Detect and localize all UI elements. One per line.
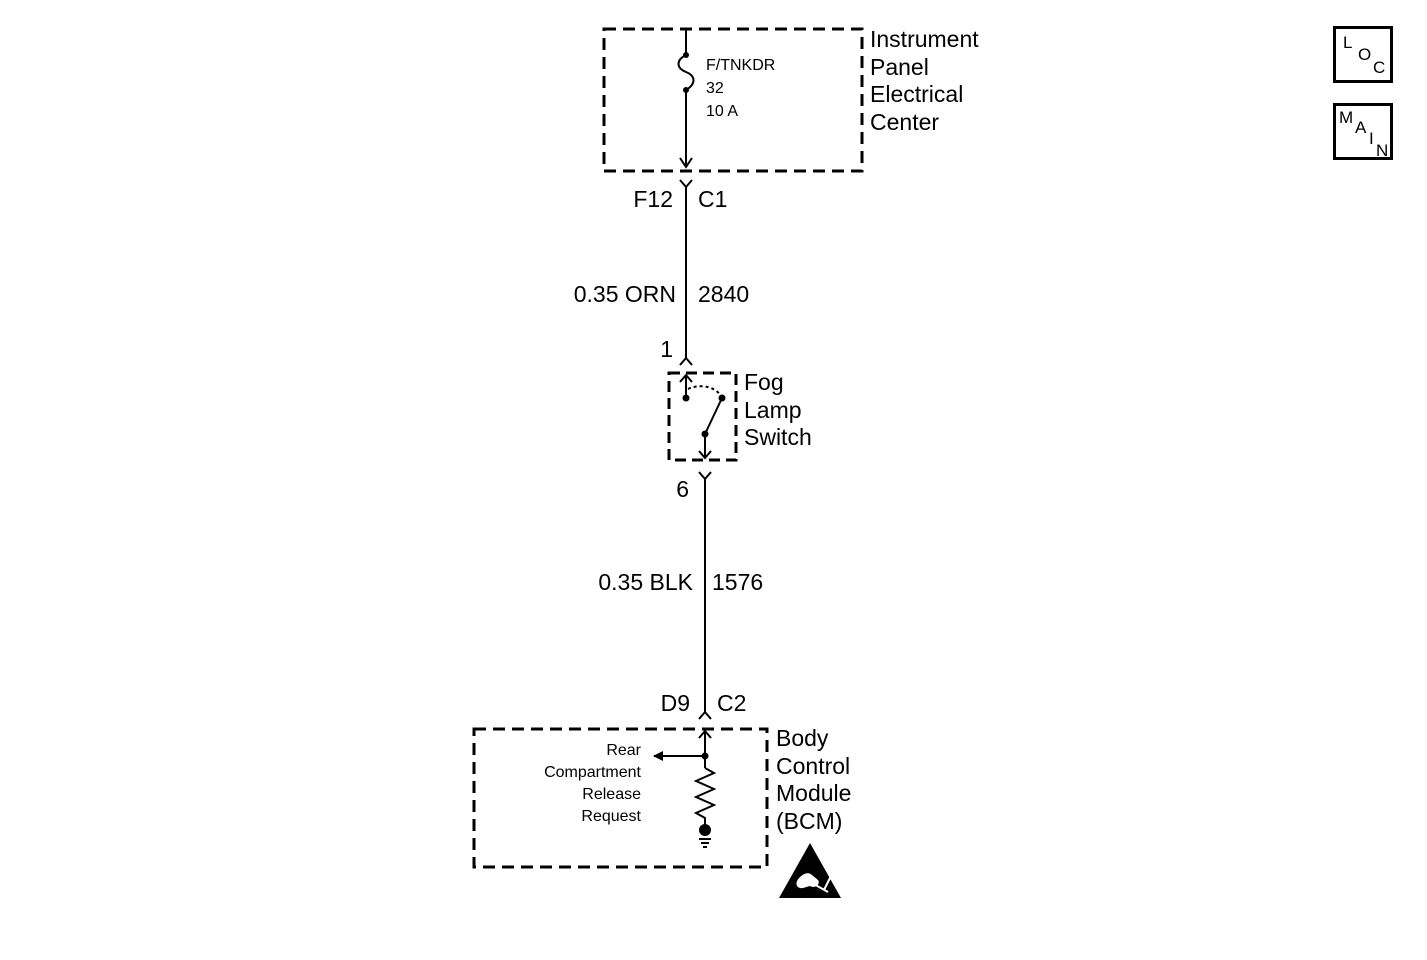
main-button[interactable]: M A I N xyxy=(1333,103,1393,160)
loc-letter-c: C xyxy=(1373,58,1386,77)
switch-contacts xyxy=(679,373,723,460)
fuse-symbol xyxy=(677,29,695,169)
fuse-number: 32 xyxy=(706,80,724,97)
ipec-name-line-4: Center xyxy=(870,109,939,135)
bcm-signal-line-3: Release xyxy=(582,786,641,803)
switch-contact-fixed xyxy=(682,394,690,402)
bcm-connector-label: C2 xyxy=(717,690,746,716)
switch-pin-1-connector xyxy=(679,356,693,366)
fuse-terminal-top xyxy=(683,52,689,58)
ipec-outline xyxy=(602,27,864,173)
loc-letter-o: O xyxy=(1358,45,1372,64)
main-letter-m: M xyxy=(1339,108,1354,127)
fog-switch-outline xyxy=(667,371,738,462)
switch-pin-out: 6 xyxy=(676,476,689,502)
main-letter-a: A xyxy=(1355,118,1367,137)
bcm-name-line-1: Body xyxy=(776,725,829,751)
connector-c1-symbol xyxy=(679,179,693,189)
loc-button[interactable]: L O C xyxy=(1333,26,1393,83)
switch-name-line-3: Switch xyxy=(744,424,812,450)
bcm-junction-dot xyxy=(701,752,709,760)
ground-icon xyxy=(699,824,711,836)
fuse-name: F/TNKDR xyxy=(706,57,775,74)
bcm-signal-line-4: Request xyxy=(581,808,641,825)
wire-2840-circuit: 2840 xyxy=(698,281,749,307)
bcm-name-line-2: Control xyxy=(776,753,850,779)
bcm-outline xyxy=(472,727,769,869)
ipec-pin-label: F12 xyxy=(633,186,673,212)
ipec-name-line-3: Electrical xyxy=(870,81,963,107)
ipec-name-line-1: Instrument xyxy=(870,26,979,52)
bcm-pin-label: D9 xyxy=(661,690,690,716)
switch-contact-movable xyxy=(718,394,726,402)
switch-pin-in: 1 xyxy=(660,336,673,362)
bcm-name-line-3: Module xyxy=(776,780,851,806)
esd-warning-icon xyxy=(779,843,841,898)
switch-pivot xyxy=(701,430,709,438)
wire-2840-gauge-color: 0.35 ORN xyxy=(574,281,676,307)
main-letter-i: I xyxy=(1369,129,1374,148)
ipec-name-line-2: Panel xyxy=(870,54,929,80)
switch-name-line-1: Fog xyxy=(744,369,784,395)
fuse-terminal-bottom xyxy=(683,87,689,93)
main-letter-n: N xyxy=(1376,141,1389,160)
ipec-connector-label: C1 xyxy=(698,186,727,212)
wire-1576-circuit: 1576 xyxy=(712,569,763,595)
fuse-rating: 10 A xyxy=(706,103,738,120)
switch-name-line-2: Lamp xyxy=(744,397,802,423)
loc-letter-l: L xyxy=(1343,33,1353,52)
bcm-name-line-4: (BCM) xyxy=(776,808,842,834)
wire-1576-gauge-color: 0.35 BLK xyxy=(598,569,693,595)
bcm-signal-line-2: Compartment xyxy=(544,764,641,781)
bcm-signal-line-1: Rear xyxy=(606,742,641,759)
switch-pin-6-connector xyxy=(698,471,712,481)
bcm-internal-circuit xyxy=(653,729,717,848)
connector-c2-symbol xyxy=(698,710,712,720)
